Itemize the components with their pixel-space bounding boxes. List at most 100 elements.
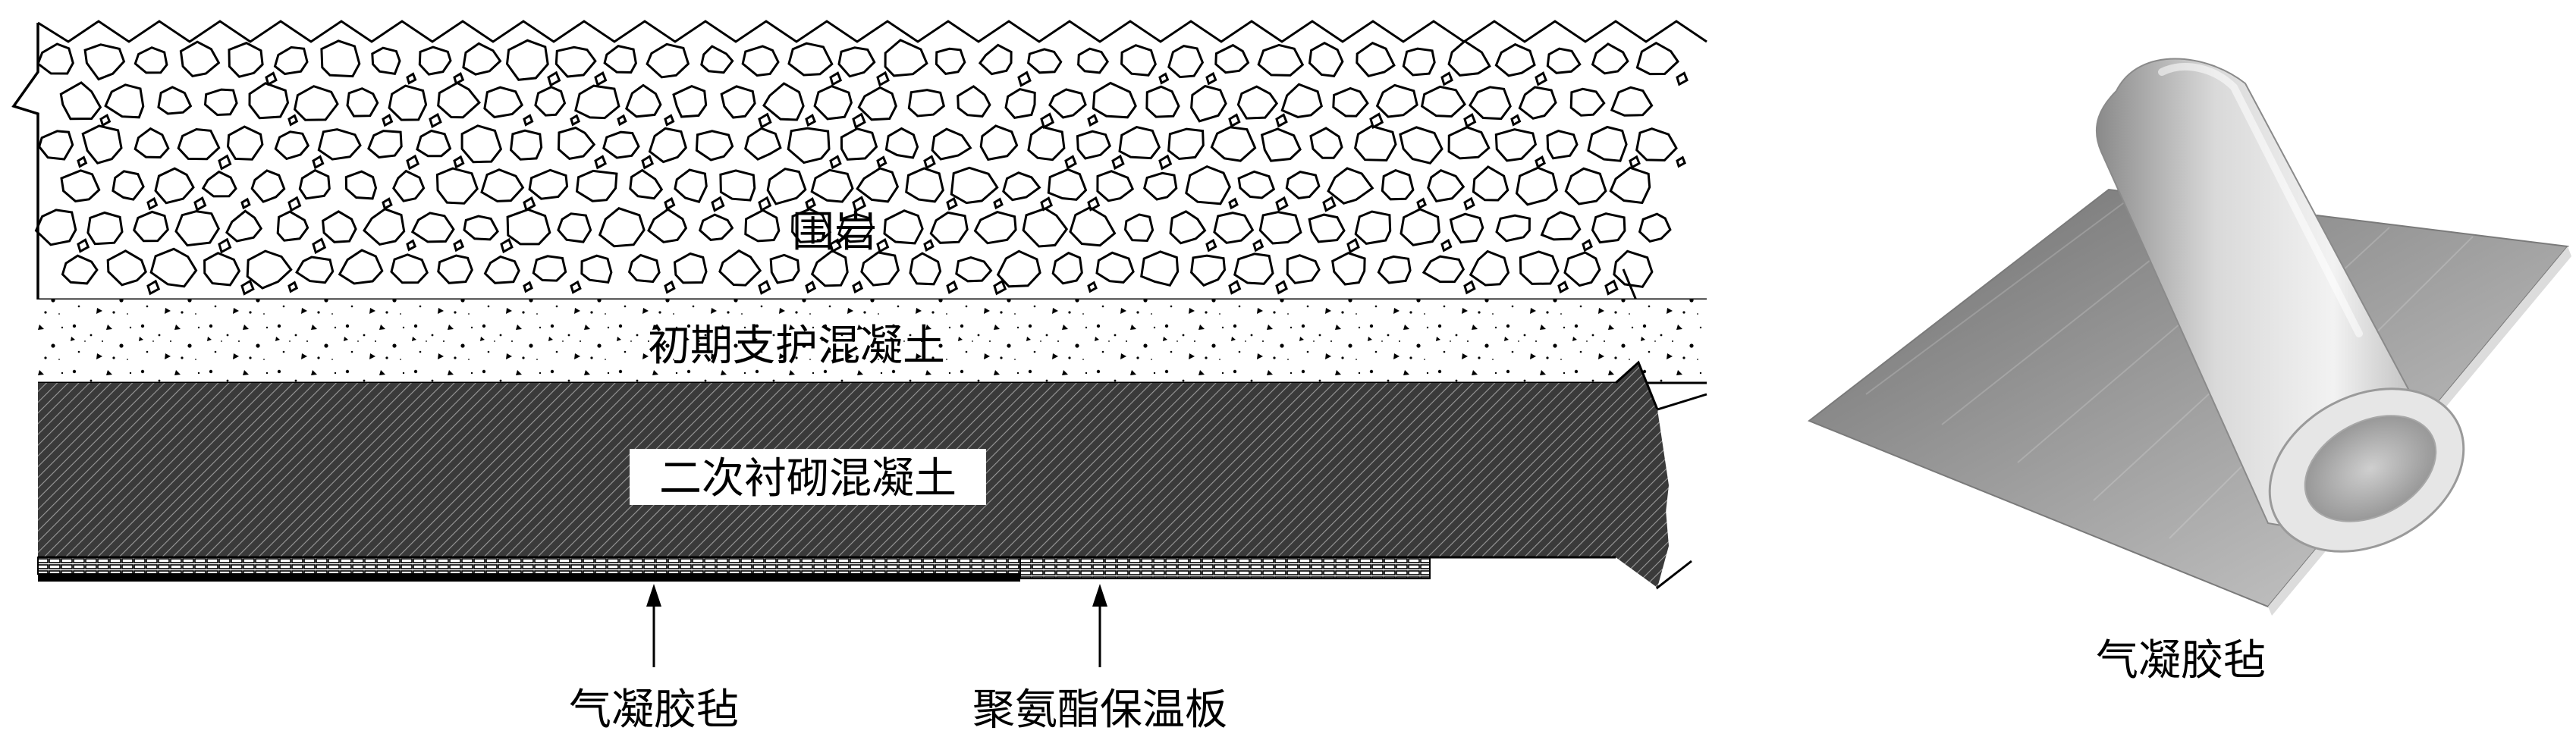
rock-stone [1167, 127, 1205, 161]
rock-left-break-mark [11, 23, 39, 300]
polyurethane-board-strip [1019, 557, 1431, 579]
rock-stone [1026, 48, 1063, 74]
rock-pebble [617, 114, 627, 127]
rock-stone [363, 208, 406, 246]
rock-pebble [312, 237, 327, 255]
rock-stone [698, 213, 734, 241]
rock-pebble [547, 71, 561, 87]
rock-stone [647, 208, 688, 243]
rock-stone [392, 169, 426, 202]
aerogel-felt-underline [38, 574, 1020, 582]
rock-stone [1635, 41, 1679, 76]
rock-stone [134, 46, 168, 74]
rock-stone [1447, 126, 1491, 160]
rock-pebble [146, 196, 159, 211]
tunnel-cross-section-diagram: 围岩 初期支护混凝土 二次衬砌混凝土 气凝胶毡 聚氨酯保温板 [11, 20, 1707, 735]
rock-stone [695, 130, 734, 162]
rock-pebble [805, 281, 817, 294]
rock-pebble [1275, 113, 1288, 128]
rock-stone [1635, 127, 1678, 162]
rock-pebble [1510, 114, 1522, 127]
rock-pebble [1629, 155, 1641, 169]
rock-stone [1377, 255, 1412, 284]
rock-stone [1375, 83, 1418, 118]
rock-pebble [240, 197, 251, 210]
rock-stone [1076, 130, 1111, 160]
rock-pebble [1111, 154, 1125, 171]
rock-stone [505, 39, 549, 81]
rock-stone [973, 211, 1017, 245]
rock-pebble [1416, 197, 1427, 210]
rock-stone [979, 124, 1019, 162]
rock-stone [720, 85, 756, 119]
rock-stone [344, 170, 378, 200]
rock-stone [791, 208, 832, 243]
label-secondary-lining-bg [630, 449, 986, 505]
rock-pebble [1158, 154, 1173, 171]
rock-stone [1400, 208, 1440, 246]
rock-stone [250, 169, 286, 203]
rock-stone [884, 127, 919, 159]
label-secondary-lining: 二次衬砌混凝土 [659, 454, 957, 503]
rock-stone [857, 86, 897, 121]
rock-stone [1353, 124, 1397, 162]
rock-pebble [1557, 281, 1569, 294]
rock-stone [1260, 127, 1302, 162]
rock-stone [371, 46, 401, 75]
rock-stone [837, 46, 876, 78]
rock-stone [81, 124, 123, 165]
rock-stone [83, 43, 126, 81]
rock-stone [61, 254, 99, 285]
rock-pebble [240, 279, 255, 296]
rock-stones [34, 39, 1689, 296]
rock-stone [719, 169, 756, 202]
rock-stone [226, 125, 264, 161]
rock-stone [1002, 171, 1041, 202]
rock-pebble [406, 72, 417, 85]
rock-stone [1381, 168, 1415, 201]
label-initial-support: 初期支护混凝土 [648, 321, 945, 371]
rock-pebble [758, 196, 772, 212]
rock-stone [133, 210, 169, 243]
rock-stone [625, 83, 662, 118]
photo-caption: 气凝胶毡 [2096, 636, 2266, 685]
rock-pebble [852, 196, 867, 213]
rock-pebble [453, 155, 465, 169]
rock-stone [157, 86, 193, 115]
rock-stone [1515, 166, 1559, 206]
rock-pebble [923, 239, 935, 252]
rock-stone [273, 45, 309, 76]
rock-stone [810, 249, 849, 287]
rock-pebble [1228, 280, 1242, 295]
rock-stone [884, 39, 928, 77]
rock-stone [810, 168, 854, 203]
rock-pebble [1535, 155, 1546, 169]
rock-stone [554, 45, 597, 78]
rock-pebble [382, 113, 394, 127]
rock-pebble [77, 238, 90, 253]
rock-stone [298, 168, 331, 200]
rock-pebble [829, 155, 842, 170]
rock-stone [228, 42, 264, 78]
rock-pebble [218, 237, 232, 254]
rock-stone [557, 212, 592, 243]
rock-stone [840, 127, 878, 161]
rock-pebble [664, 280, 676, 294]
rock-pebble [1087, 114, 1099, 127]
rock-stone [837, 212, 874, 243]
rock-pebble [1346, 237, 1360, 254]
rock-pebble [1017, 71, 1032, 87]
rock-stone [388, 84, 428, 121]
rock-stone [1210, 126, 1257, 162]
rock-stone [295, 256, 335, 284]
rock-pebble [265, 71, 278, 86]
rock-stone [1331, 252, 1366, 286]
rock-stone [1185, 165, 1231, 205]
rock-stone [36, 42, 74, 75]
rock-stone [418, 45, 452, 76]
rock-pebble [1582, 239, 1593, 252]
rock-stone [532, 255, 567, 282]
rock-stone [1469, 86, 1512, 121]
rock-pebble [1064, 155, 1077, 170]
rock-stone [276, 210, 309, 242]
